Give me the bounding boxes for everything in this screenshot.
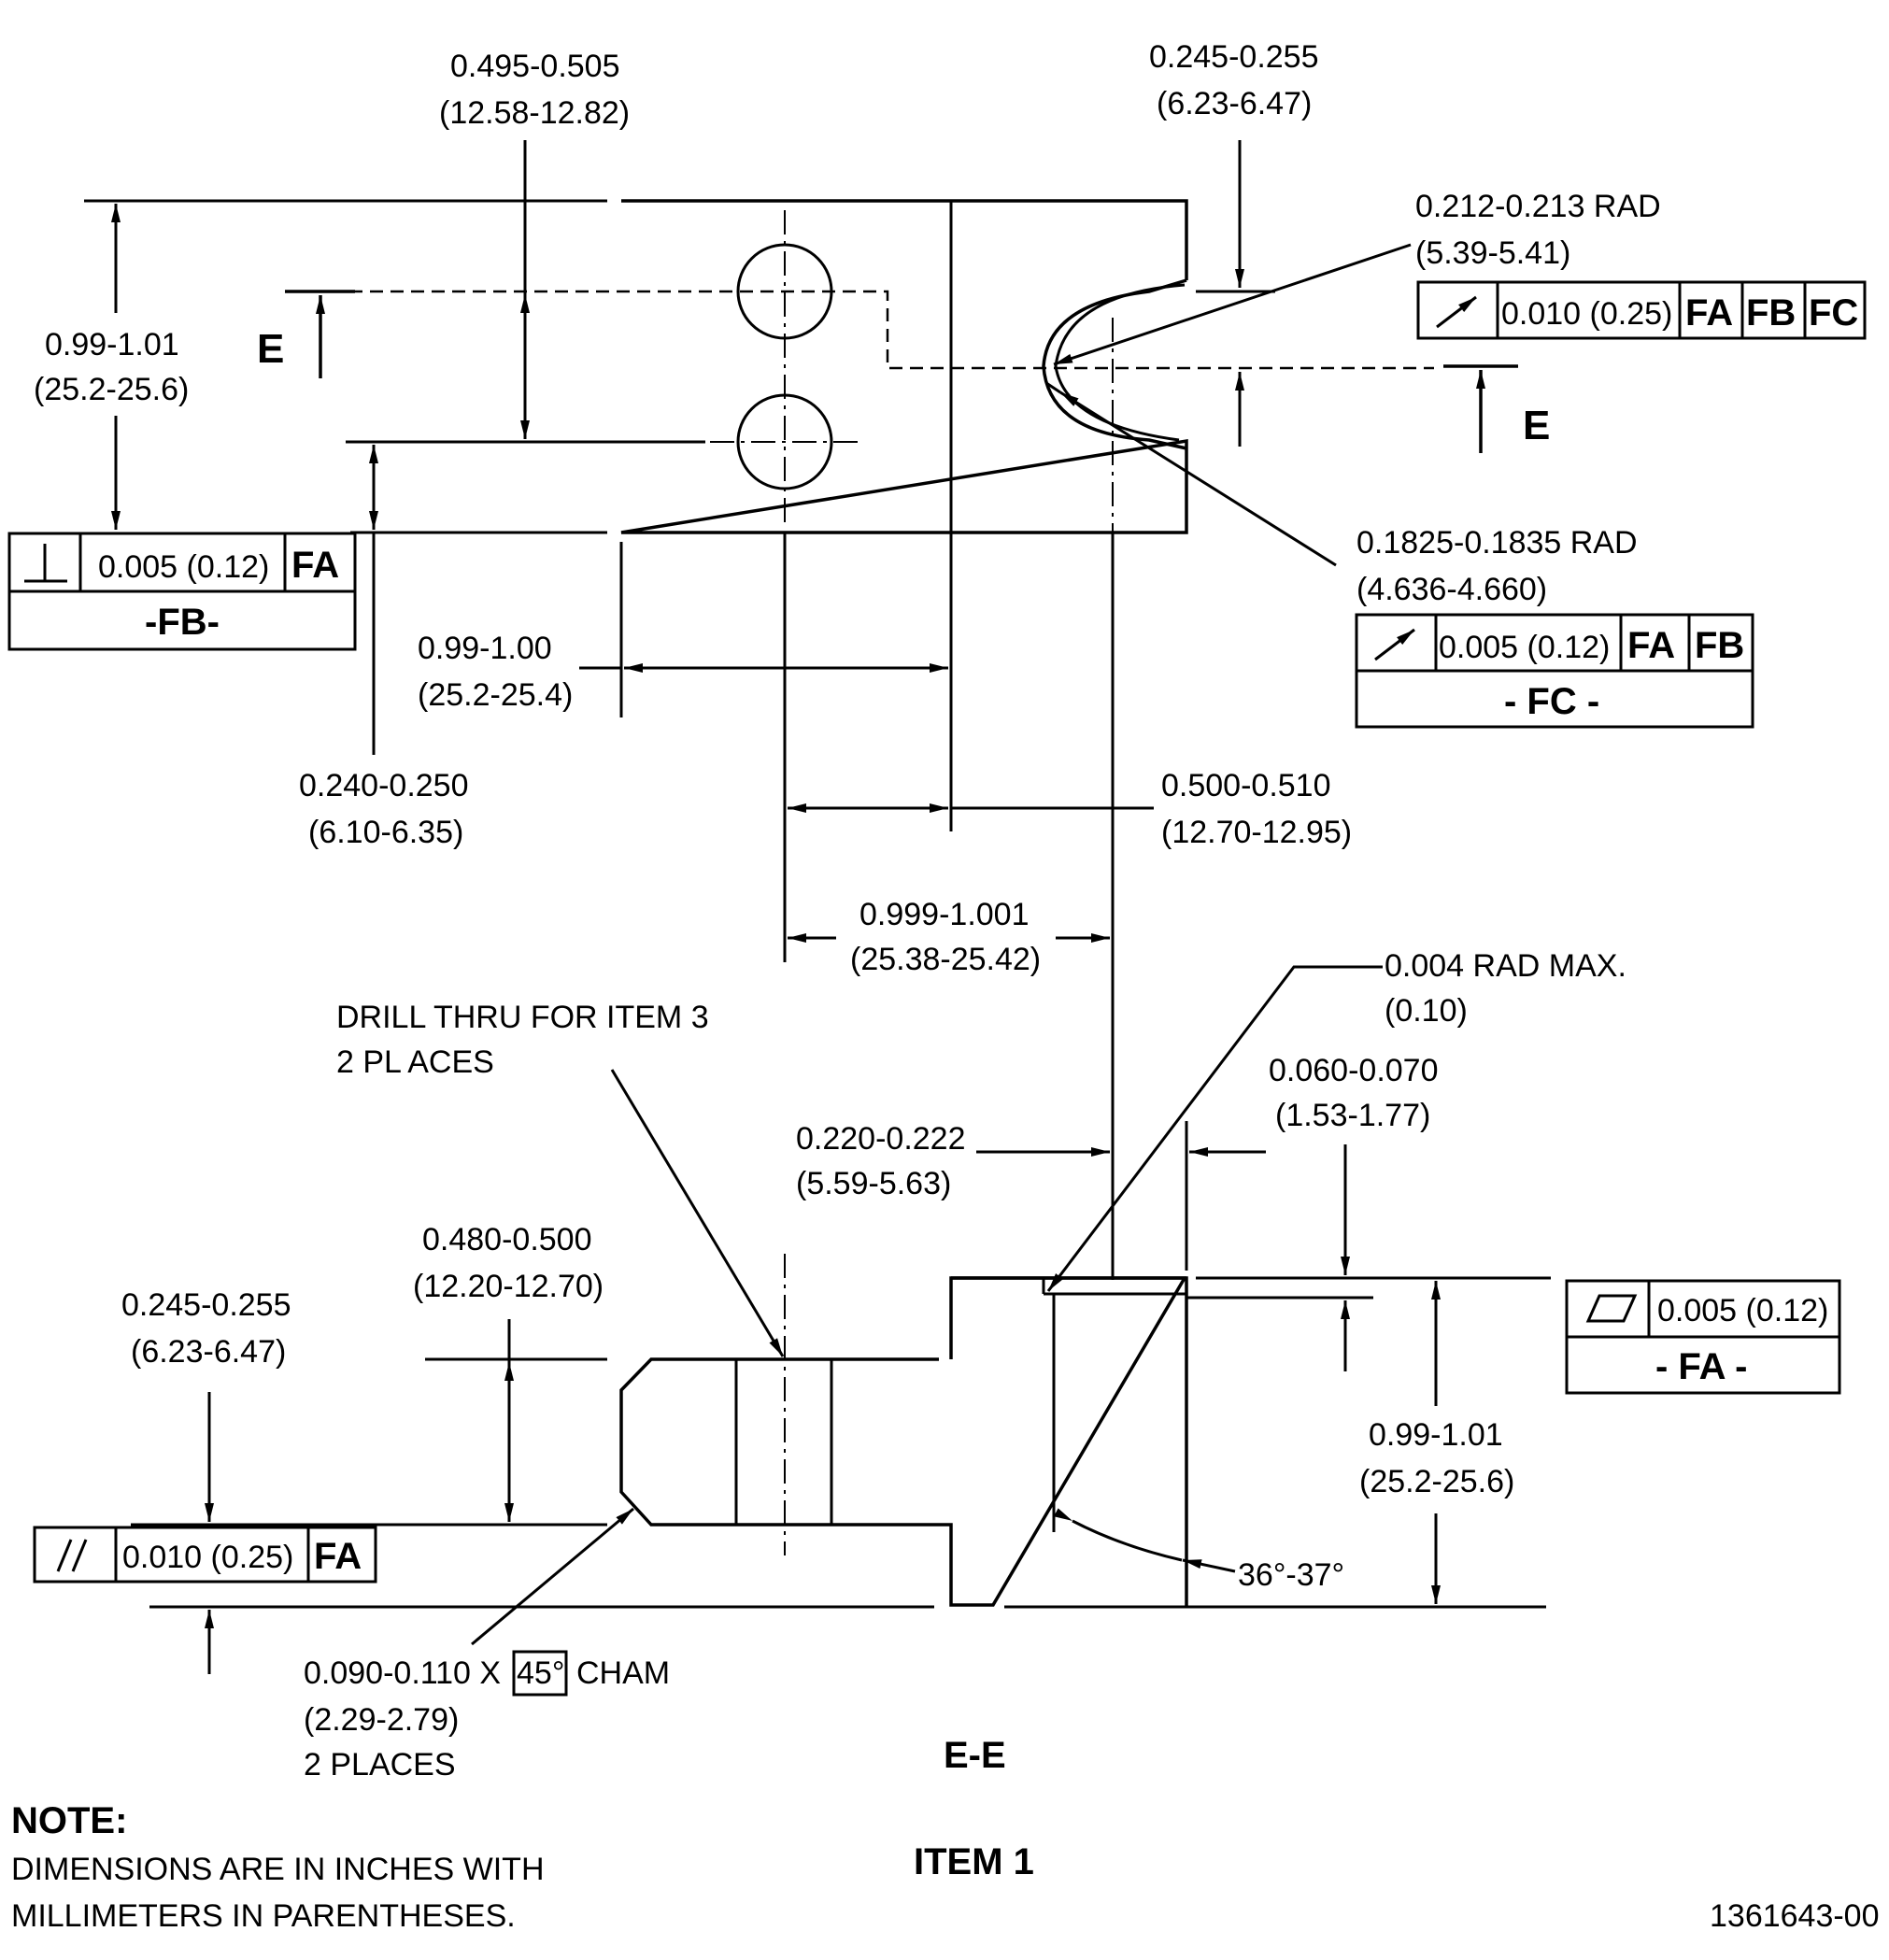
cham-basic-box (512, 1650, 568, 1697)
dim-slot-label-mm: (6.23-6.47) (1157, 86, 1312, 121)
cham-places: 2 PLACES (304, 1747, 456, 1782)
dim-angle-label: 36°-37° (1238, 1557, 1344, 1593)
fcf-parallelism: 0.010 (0.25) FA (33, 1526, 377, 1584)
fcf-perpendicularity: 0.005 (0.12) FA -FB- (7, 532, 357, 651)
svg-text:- FC -: - FC - (1504, 681, 1599, 722)
drill-leader (610, 1069, 785, 1357)
svg-text:FA: FA (314, 1536, 362, 1577)
fcf-runout-top: 0.010 (0.25) FA FB FC (1416, 280, 1867, 340)
svg-text:0.010 (0.25): 0.010 (0.25) (122, 1540, 293, 1575)
svg-text:FA: FA (291, 545, 339, 586)
dim-lip-label-mm: (1.53-1.77) (1275, 1098, 1430, 1133)
note-heading: NOTE: (11, 1800, 127, 1841)
svg-text:FB: FB (1746, 292, 1796, 334)
dim-thin-label: 0.480-0.500 (422, 1222, 592, 1257)
svg-text:0.005 (0.12): 0.005 (0.12) (1657, 1293, 1828, 1328)
top-view: E E 0.99-1.01 (25.2-25.6) 0.495-0.505 (1… (34, 39, 1661, 1280)
dim-wall-label-mm: (5.59-5.63) (796, 1166, 951, 1201)
drill-note-line1: DRILL THRU FOR ITEM 3 (336, 1000, 709, 1035)
dim-inner-rad-label-mm: (4.636-4.660) (1356, 572, 1547, 607)
leader-outer-rad (1053, 243, 1412, 366)
dim-outer-rad-label-mm: (5.39-5.41) (1415, 235, 1570, 271)
note-line2: MILLIMETERS IN PARENTHESES. (11, 1898, 516, 1934)
runout-icon (1436, 295, 1477, 329)
section-mark-right: E (1523, 403, 1550, 448)
dim-inner-rad-label: 0.1825-0.1835 RAD (1356, 525, 1638, 561)
svg-text:0.005 (0.12): 0.005 (0.12) (98, 549, 269, 585)
cham-label-post: CHAM (576, 1655, 670, 1691)
cham-leader (471, 1507, 634, 1646)
parallel-icon (56, 1539, 88, 1572)
dim-slot-center-label-mm: (12.70-12.95) (1161, 815, 1352, 850)
svg-text:FA: FA (1685, 292, 1733, 334)
cham-angle: 45° (517, 1655, 564, 1691)
dim-outer-rad-label: 0.212-0.213 RAD (1415, 189, 1661, 224)
svg-text:-FB-: -FB- (145, 602, 220, 643)
fcf-flatness-datum-fa: 0.005 (0.12) - FA - (1565, 1279, 1841, 1395)
dim-sec-height-label: 0.99-1.01 (1369, 1417, 1503, 1453)
note-block: NOTE: DIMENSIONS ARE IN INCHES WITH MILL… (11, 1800, 545, 1934)
dim-height-label-mm: (25.2-25.6) (34, 372, 189, 407)
u-slot-inner (1054, 283, 1186, 442)
drawing-number: 1361643-00 (1710, 1898, 1880, 1934)
dim-slot-center-label: 0.500-0.510 (1161, 768, 1331, 803)
section-outline (619, 1276, 1188, 1607)
section-title: E-E (944, 1735, 1006, 1776)
item-title: ITEM 1 (914, 1841, 1034, 1882)
cham-label-mm: (2.29-2.79) (304, 1702, 459, 1738)
dim-hole-offset-label-mm: (6.10-6.35) (308, 815, 463, 850)
svg-text:FA: FA (1627, 625, 1675, 666)
dim-hole-spacing-label: 0.495-0.505 (450, 49, 620, 84)
svg-text:0.005 (0.12): 0.005 (0.12) (1439, 630, 1610, 665)
dim-left-width-label: 0.99-1.00 (418, 631, 552, 666)
drill-note-line2: 2 PL ACES (336, 1044, 494, 1080)
u-slot-outer (1042, 278, 1187, 450)
rad-max-leader (1046, 965, 1383, 1292)
dim-sec-height-label-mm: (25.2-25.6) (1359, 1464, 1514, 1499)
svg-text:- FA -: - FA - (1655, 1346, 1748, 1387)
dim-base-label-mm: (6.23-6.47) (131, 1334, 286, 1370)
section-cut-line (329, 290, 1434, 370)
dim-slot-label: 0.245-0.255 (1149, 39, 1319, 75)
leader-inner-rad-ext (1045, 381, 1061, 394)
dim-lip-label: 0.060-0.070 (1269, 1053, 1439, 1088)
note-line1: DIMENSIONS ARE IN INCHES WITH (11, 1852, 545, 1887)
section-view: DRILL THRU FOR ITEM 3 2 PL ACES 0.004 RA… (121, 948, 1626, 1882)
angle-arc (1053, 1508, 1183, 1562)
angle-leader (1182, 1558, 1236, 1573)
cham-label: 0.090-0.110 X (304, 1655, 501, 1691)
dim-wall-label: 0.220-0.222 (796, 1121, 966, 1157)
dim-hole-offset-label: 0.240-0.250 (299, 768, 469, 803)
flatness-icon (1585, 1294, 1638, 1323)
svg-text:0.010 (0.25): 0.010 (0.25) (1501, 296, 1672, 332)
part-outline-top (620, 199, 1188, 534)
dim-left-width-label-mm: (25.2-25.4) (418, 677, 573, 713)
leader-inner-rad (1059, 391, 1337, 567)
dim-rad-max-label: 0.004 RAD MAX. (1385, 948, 1626, 984)
fcf-runout-datum-fc: 0.005 (0.12) FA FB - FC - (1355, 613, 1754, 729)
dim-overall-label: 0.999-1.001 (859, 897, 1030, 932)
dim-thin-label-mm: (12.20-12.70) (413, 1269, 604, 1304)
perpendicular-icon (24, 544, 67, 583)
section-mark-left: E (257, 326, 284, 372)
dim-rad-max-label-mm: (0.10) (1385, 993, 1468, 1029)
dim-overall-label-mm: (25.38-25.42) (850, 942, 1041, 977)
dim-hole-spacing-label-mm: (12.58-12.82) (439, 95, 630, 131)
runout-icon-fc (1374, 628, 1415, 661)
svg-text:FB: FB (1695, 625, 1744, 666)
svg-text:FC: FC (1809, 292, 1858, 334)
dim-base-label: 0.245-0.255 (121, 1287, 291, 1323)
dim-height-label: 0.99-1.01 (45, 327, 179, 362)
